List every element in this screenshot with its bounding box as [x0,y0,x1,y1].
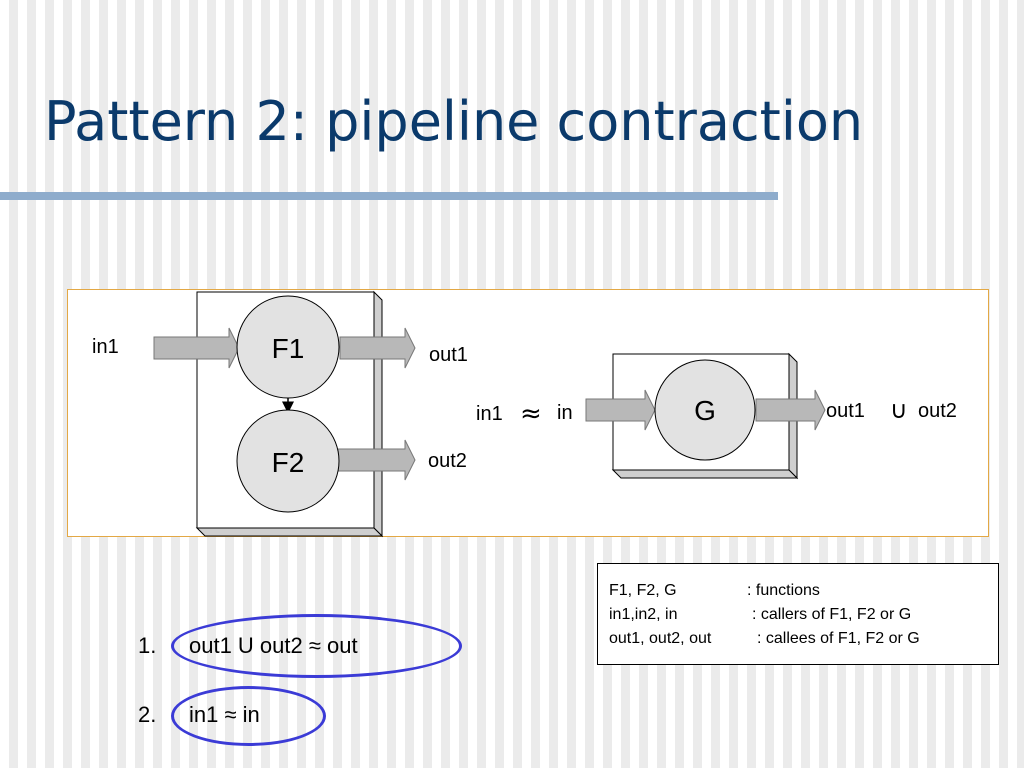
f1-node [236,295,340,399]
equation-2-text: in1 ≈ in [189,702,260,727]
legend-desc: : callers of F1, F2 or G [752,606,912,623]
right-out2-label: out2 [918,400,957,422]
out1-label: out1 [429,344,468,366]
arrow-in1-to-f1 [153,327,240,369]
right-in-label: in [557,402,573,424]
right-in1-label: in1 [476,403,503,425]
slide-title: Pattern 2: pipeline contraction [44,90,864,153]
union-symbol: ∪ [890,396,908,424]
out2-label: out2 [428,450,467,472]
g-label: G [694,395,716,426]
f1-label: F1 [272,333,305,364]
equation-1-text: out1 U out2 ≈ out [189,633,358,658]
approx-symbol: ≈ [520,399,542,429]
legend-key: F1, F2, G [609,582,677,599]
arrow-f1-to-out1 [339,327,416,369]
legend-box: F1, F2, G : functions in1,in2, in : call… [597,563,999,665]
arrow-f2-to-out2 [337,439,416,481]
legend-key: out1, out2, out [609,630,712,647]
f2-node [236,409,340,513]
equation-2-highlight-oval [171,686,326,746]
in1-label: in1 [92,336,119,358]
arrow-g-to-out [755,389,826,431]
arrow-in-to-g [585,389,656,431]
equation-1-number: 1. [138,633,157,658]
equation-2-number: 2. [138,702,157,727]
legend-desc: : functions [747,582,820,599]
right-out1-label: out1 [826,400,865,422]
legend-desc: : callees of F1, F2 or G [757,630,920,647]
equation-1-highlight-oval [171,614,462,678]
legend-key: in1,in2, in [609,606,678,623]
f2-label: F2 [272,447,305,478]
g-node [654,359,756,461]
title-underline [0,192,778,200]
